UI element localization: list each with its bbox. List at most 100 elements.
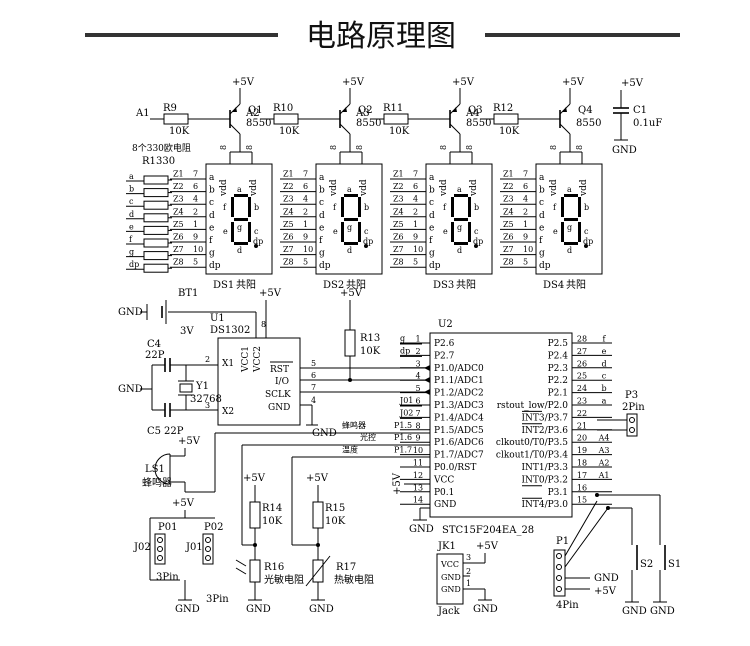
z-label: Z3 <box>283 195 294 204</box>
driver-input-label: A3 <box>355 108 370 119</box>
display-name: DS1 <box>213 280 234 291</box>
mcu-pin-number-right: 16 <box>577 483 587 492</box>
z-label: Z8 <box>503 258 514 267</box>
svg-text:+5V: +5V <box>243 473 266 484</box>
svg-text:7: 7 <box>311 383 316 392</box>
vdd-label: vdd <box>579 179 589 197</box>
svg-text:GND: GND <box>175 604 200 615</box>
mcu-net-right: A1 <box>598 471 610 480</box>
seg-label-c: c <box>254 227 259 236</box>
vdd-label: vdd <box>439 179 449 197</box>
seg-label-b: b <box>254 203 259 212</box>
mcu-pin-number-right: 17 <box>577 471 587 480</box>
z-label: Z1 <box>393 170 404 179</box>
vdd-label: vdd <box>359 179 369 197</box>
svg-text:GND: GND <box>246 604 271 615</box>
display-seg-pin: a <box>209 173 215 183</box>
resistor-array-net: e <box>129 222 134 231</box>
svg-text:2: 2 <box>466 567 471 576</box>
driver-resistor-name: R11 <box>383 103 403 114</box>
z-label: Z5 <box>283 220 294 229</box>
seg-label-g: g <box>347 223 352 232</box>
seg-pin-number: 5 <box>523 258 528 267</box>
svg-text:光敏电阻: 光敏电阻 <box>264 573 304 586</box>
svg-text:蜂鸣器: 蜂鸣器 <box>142 476 172 489</box>
driver-resistor <box>493 113 519 125</box>
display-seg-pin: d <box>209 211 215 221</box>
mcu-pin-label-right: INT4/P3.0 <box>521 500 568 510</box>
svg-text:2: 2 <box>205 355 210 364</box>
mcu-net-right: e <box>602 347 607 356</box>
svg-text:3Pin: 3Pin <box>156 572 179 583</box>
seg-label-a: a <box>567 185 572 194</box>
display-seg-pin: c <box>429 198 434 208</box>
mcu-pin-number-left: 4 <box>415 372 420 381</box>
svg-text:GND: GND <box>441 585 461 594</box>
seg-label-d: d <box>567 246 572 255</box>
seg-pin-number: 4 <box>303 195 308 204</box>
display-seg-pin: e <box>319 223 324 233</box>
driver-resistor-name: R9 <box>163 103 177 114</box>
mcu-pin-label-right: INT2/P3.6 <box>521 426 568 436</box>
svg-text:8: 8 <box>261 320 266 329</box>
svg-text:10K: 10K <box>360 346 381 357</box>
rtc-part: DS1302 <box>210 325 250 336</box>
com-pin-number: 8 <box>549 145 558 150</box>
mcu-net-right: d <box>601 359 606 368</box>
svg-text:+5V: +5V <box>476 541 499 552</box>
mcu-net-right: a <box>602 397 607 406</box>
svg-text:10K: 10K <box>325 516 346 527</box>
mcu-pin-number-right: 22 <box>577 409 587 418</box>
mcu-pin-label-left: P1.7/ADC7 <box>434 451 484 461</box>
mcu-pin-number-right: 23 <box>577 397 587 406</box>
mcu-pin-number-left: 12 <box>413 471 423 480</box>
svg-text:6: 6 <box>311 371 316 380</box>
mcu-net-left: dp <box>400 346 410 355</box>
svg-text:GND: GND <box>594 573 619 584</box>
com-pin-number: 8 <box>355 145 364 150</box>
display-seg-pin: dp <box>429 261 441 271</box>
svg-text:Jack: Jack <box>437 606 461 617</box>
svg-text:4: 4 <box>311 396 316 405</box>
seg-pin-number: 10 <box>303 245 313 254</box>
seg-label-b: b <box>474 203 479 212</box>
seg-pin-number: 4 <box>193 195 198 204</box>
svg-text:R15: R15 <box>325 503 345 514</box>
z-label: Z8 <box>173 258 184 267</box>
seg-label-dp: dp <box>583 237 593 246</box>
svg-text:VCC: VCC <box>440 560 459 569</box>
display-seg-pin: f <box>539 236 543 246</box>
seg-label-e: e <box>223 227 228 236</box>
mcu-pin-alias: P1.7 <box>394 446 412 455</box>
mcu-pin-label-right: P2.2 <box>548 376 568 386</box>
display-seg-pin: dp <box>539 261 551 271</box>
display-name: DS3 <box>433 280 454 291</box>
svg-text:P01: P01 <box>158 522 177 533</box>
mcu-pin-number-right: 28 <box>577 335 587 344</box>
seg-label-f: f <box>443 203 447 212</box>
seg-pin-number: 1 <box>303 220 308 229</box>
mcu-pin-label-right: INT0/P3.2 <box>521 475 568 485</box>
mcu-pin-number-right: 24 <box>577 384 587 393</box>
seg-pin-number: 7 <box>303 170 308 179</box>
seg-label-c: c <box>364 227 369 236</box>
mcu-pin-number-right: 19 <box>577 446 587 455</box>
svg-text:10K: 10K <box>262 516 283 527</box>
mcu-net-right: A2 <box>598 459 610 468</box>
mcu-pin-number-right: 20 <box>577 434 587 443</box>
mcu-pin-label-right: clkout1/T0/P3.4 <box>496 451 568 461</box>
mcu-pin-number-right: 27 <box>577 347 587 356</box>
svg-text:+5V: +5V <box>306 473 329 484</box>
svg-text:VCC2: VCC2 <box>253 346 263 373</box>
seg-label-a: a <box>347 185 352 194</box>
mcu-pin-number-left: 11 <box>413 459 423 468</box>
z-label: Z6 <box>393 233 404 242</box>
display-seg-pin: g <box>319 249 325 259</box>
svg-text:GND: GND <box>612 145 637 156</box>
driver-resistor-value: 10K <box>389 126 410 137</box>
svg-text:R13: R13 <box>360 333 380 344</box>
vcc-label: +5V <box>562 77 585 88</box>
mcu-net-left: 蜂鸣器 <box>342 420 366 430</box>
driver-resistor-name: R12 <box>493 103 513 114</box>
